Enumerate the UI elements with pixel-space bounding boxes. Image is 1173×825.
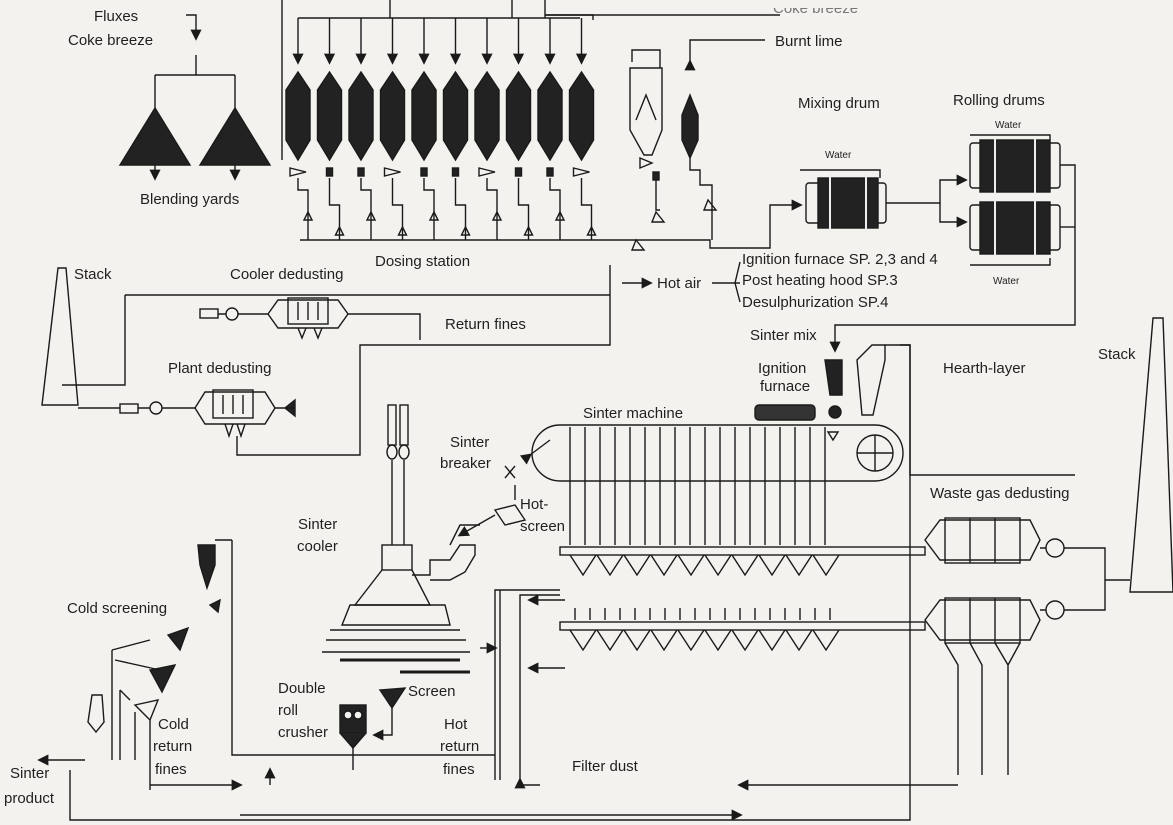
label-sinter-mix: Sinter mix (750, 327, 817, 344)
silo (505, 18, 534, 240)
wind-box (785, 629, 813, 652)
dosing-collection-line (300, 199, 803, 249)
label-furnace: furnace (760, 378, 811, 395)
silo (316, 18, 345, 240)
label-coke-breeze-top: Coke breeze (773, 0, 859, 17)
wind-box (812, 629, 840, 652)
label-coke-breeze: Coke breeze (68, 32, 154, 49)
silo (474, 18, 503, 240)
label-stack-left: Stack (74, 266, 112, 283)
label-rolling-drums: Rolling drums (953, 92, 1045, 109)
plant-dedusting (78, 265, 611, 456)
wind-box (731, 554, 759, 577)
label-sinter-product-1: Sinter (10, 765, 50, 782)
label-fluxes: Fluxes (94, 8, 139, 25)
label-waste-gas-dedusting: Waste gas dedusting (930, 485, 1070, 502)
label-hearth-layer: Hearth-layer (943, 360, 1026, 377)
wind-box (785, 554, 813, 577)
label-post-heating-hood: Post heating hood SP.3 (742, 272, 898, 289)
wind-main (559, 621, 926, 631)
wind-box (704, 554, 732, 577)
wind-box (731, 629, 759, 652)
label-cold-screening: Cold screening (67, 600, 168, 617)
blending-yards (118, 14, 272, 181)
label-water-roll-top: Water (995, 120, 1022, 131)
label-sinter-cooler-2: cooler (297, 538, 338, 555)
label-hot-ret: Hot (444, 716, 468, 733)
label-return-fines: Return fines (445, 316, 526, 333)
wind-box (569, 629, 597, 652)
wind-box (623, 629, 651, 652)
waste-gas-dedusting (924, 517, 1130, 775)
wind-box (596, 629, 624, 652)
wind-box (623, 554, 651, 577)
label-filter-dust: Filter dust (572, 758, 638, 775)
label-sinter-product-2: product (4, 790, 55, 807)
label-sinter-machine: Sinter machine (583, 405, 684, 422)
label-ignition: Ignition (758, 360, 807, 377)
sinter-breaker (457, 439, 551, 537)
wind-box (758, 629, 786, 652)
silo (285, 18, 314, 240)
label-water-mix: Water (825, 150, 852, 161)
label-mixing-drum: Mixing drum (798, 95, 880, 112)
hot-air-line (622, 261, 741, 303)
double-roll-crusher (264, 687, 407, 785)
label-crusher: crusher (278, 724, 329, 741)
label-double: Double (278, 680, 326, 697)
dosing-silos (285, 18, 597, 240)
wind-box (758, 554, 786, 577)
label-screen: Screen (408, 683, 456, 700)
silo (568, 18, 597, 240)
label-sinter-cooler-1: Sinter (298, 516, 338, 533)
label-fines-hot: fines (443, 761, 475, 778)
mixing-drum (800, 169, 968, 232)
rolling-drums (829, 134, 1076, 353)
burnt-lime-feeder (629, 39, 765, 251)
label-dosing-station: Dosing station (375, 253, 471, 270)
silo (348, 18, 377, 240)
label-sinter: Sinter (450, 434, 490, 451)
silo (537, 18, 566, 240)
wind-box (596, 554, 624, 577)
wind-box (677, 629, 705, 652)
label-blending-yards: Blending yards (140, 191, 240, 208)
label-fines-cold: fines (155, 761, 187, 778)
label-cooler-dedusting: Cooler dedusting (230, 266, 344, 283)
sinter-machine (531, 344, 1075, 545)
label-return-hot: return (440, 738, 480, 755)
label-screen-hot: screen (520, 518, 566, 535)
label-water-roll-bottom: Water (993, 276, 1020, 287)
cooler-dedusting (62, 294, 610, 386)
sinter-cooler (322, 404, 498, 674)
wind-boxes (559, 546, 926, 652)
silo (411, 18, 440, 240)
stack-right (1129, 317, 1173, 593)
wind-box (812, 554, 840, 577)
wind-box (569, 554, 597, 577)
wind-main (559, 546, 926, 556)
label-breaker: breaker (440, 455, 491, 472)
label-ignition-furnace-sp: Ignition furnace SP. 2,3 and 4 (742, 251, 938, 268)
silo (379, 18, 408, 240)
label-hot-air: Hot air (657, 275, 702, 292)
silo (442, 18, 471, 240)
label-desulphurization: Desulphurization SP.4 (742, 294, 889, 311)
label-stack-right: Stack (1098, 346, 1136, 363)
label-plant-dedusting: Plant dedusting (168, 360, 272, 377)
wind-box (650, 554, 678, 577)
wind-box (704, 629, 732, 652)
wind-box (677, 554, 705, 577)
cold-screening (37, 344, 911, 821)
label-hot-dash: Hot- (520, 496, 549, 513)
wind-box (650, 629, 678, 652)
label-return-cold: return (153, 738, 193, 755)
label-cold: Cold (158, 716, 189, 733)
return-fines-lines (494, 589, 958, 791)
label-burnt-lime: Burnt lime (775, 33, 843, 50)
stack-left (41, 267, 79, 406)
label-roll: roll (278, 702, 299, 719)
